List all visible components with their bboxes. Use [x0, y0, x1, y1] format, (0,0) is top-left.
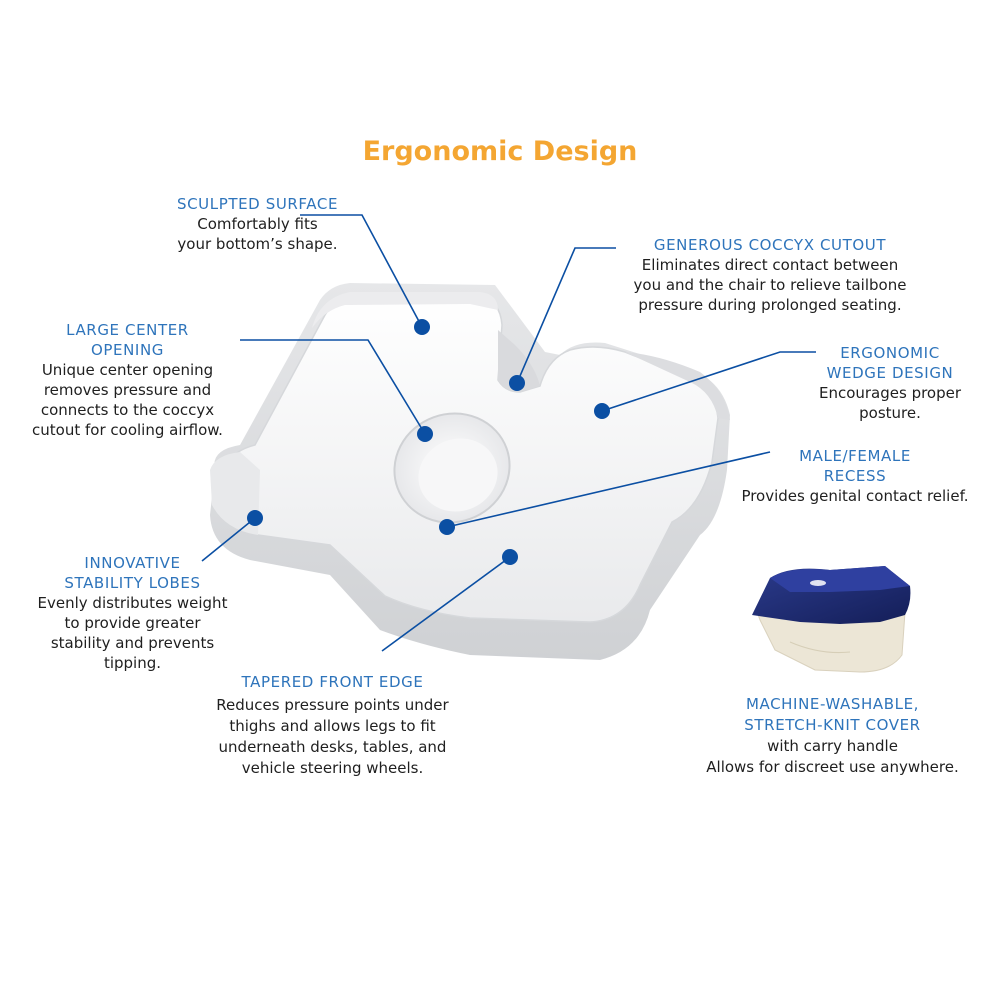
callout-body-line: Comfortably fits	[197, 215, 318, 233]
callout-heading: WEDGE DESIGN	[826, 364, 954, 382]
marker-sculpted	[414, 319, 430, 335]
cover-image	[752, 566, 911, 673]
callout-stability-lobes: INNOVATIVE STABILITY LOBES Evenly distri…	[20, 553, 245, 673]
callout-body-line: removes pressure and	[43, 381, 212, 399]
callout-heading: MALE/FEMALE	[799, 447, 911, 465]
callout-body-line: to provide greater	[64, 614, 201, 632]
callout-body-line: vehicle steering wheels.	[241, 759, 424, 777]
callout-heading: OPENING	[90, 341, 165, 359]
callout-wedge-design: ERGONOMIC WEDGE DESIGN Encourages proper…	[805, 343, 975, 423]
callout-front-edge: TAPERED FRONT EDGE Reduces pressure poin…	[195, 672, 470, 779]
page-title: Ergonomic Design	[362, 136, 638, 167]
callout-body-line: your bottom’s shape.	[177, 235, 338, 253]
callout-body-line: Eliminates direct contact between	[641, 256, 899, 274]
callout-washable-cover: MACHINE-WASHABLE, STRETCH-KNIT COVER wit…	[680, 694, 985, 778]
callout-body-line: Encourages proper	[818, 384, 962, 402]
callout-heading: STABILITY LOBES	[64, 574, 201, 592]
callout-body-line: Reduces pressure points under	[216, 696, 449, 714]
callout-body-line: stability and prevents	[50, 634, 215, 652]
marker-center	[417, 426, 433, 442]
leader-sculpted	[300, 214, 423, 328]
callout-body-line: thighs and allows legs to fit	[229, 717, 436, 735]
marker-wedge	[594, 403, 610, 419]
callout-heading: LARGE CENTER	[66, 321, 189, 339]
callout-body-line: you and the chair to relieve tailbone	[633, 276, 907, 294]
leader-front	[381, 556, 511, 652]
callout-body-line: Evenly distributes weight	[37, 594, 228, 612]
callout-heading: STRETCH-KNIT COVER	[744, 716, 921, 734]
leader-lines	[201, 214, 816, 652]
leader-coccyx	[516, 247, 616, 384]
callout-coccyx-cutout: GENEROUS COCCYX CUTOUT Eliminates direct…	[620, 235, 920, 315]
callout-body-line: Allows for discreet use anywhere.	[706, 758, 959, 776]
callout-body-line: underneath desks, tables, and	[218, 738, 447, 756]
callout-heading: INNOVATIVE	[84, 554, 181, 572]
callout-body-line: connects to the coccyx	[40, 401, 215, 419]
marker-coccyx	[509, 375, 525, 391]
callout-heading: GENEROUS COCCYX CUTOUT	[653, 236, 887, 254]
callout-heading: TAPERED FRONT EDGE	[241, 673, 424, 691]
coccyx-cutout	[498, 330, 540, 392]
leader-wedge	[601, 351, 816, 412]
callout-recess: MALE/FEMALE RECESS Provides genital cont…	[725, 446, 985, 506]
callout-sculpted-surface: SCULPTED SURFACE Comfortably fits your b…	[160, 194, 355, 254]
leader-center	[240, 339, 426, 435]
leader-lobes	[201, 517, 256, 562]
callout-body-line: with carry handle	[767, 737, 898, 755]
callout-heading: RECESS	[823, 467, 887, 485]
marker-lobes	[247, 510, 263, 526]
leader-recess	[446, 451, 771, 528]
callout-heading: SCULPTED SURFACE	[176, 195, 339, 213]
callout-body-line: pressure during prolonged seating.	[638, 296, 902, 314]
callout-body-line: tipping.	[103, 654, 162, 672]
callout-body-line: cutout for cooling airflow.	[32, 421, 223, 439]
callout-center-opening: LARGE CENTER OPENING Unique center openi…	[15, 320, 240, 440]
marker-front	[502, 549, 518, 565]
marker-recess	[439, 519, 455, 535]
callout-heading: ERGONOMIC	[840, 344, 940, 362]
callout-body-line: posture.	[859, 404, 921, 422]
callout-body-line: Provides genital contact relief.	[741, 487, 969, 505]
callout-heading: MACHINE-WASHABLE,	[745, 695, 920, 713]
callout-body-line: Unique center opening	[41, 361, 214, 379]
